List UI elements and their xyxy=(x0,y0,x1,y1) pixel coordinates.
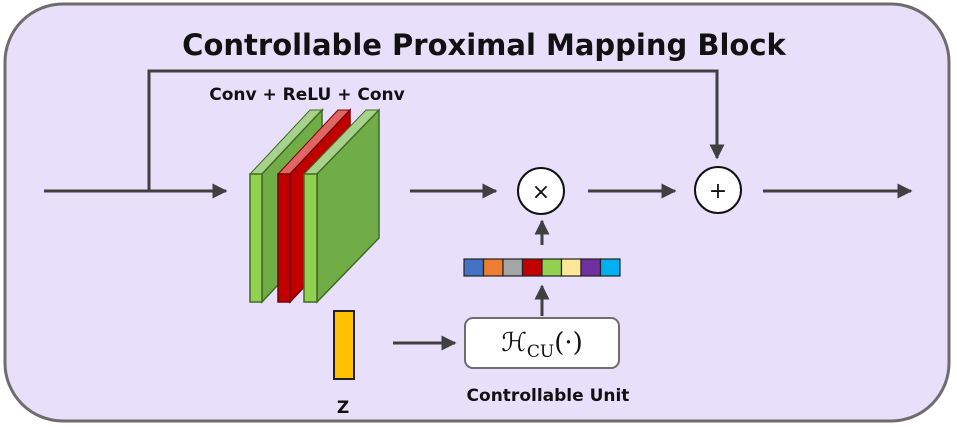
conv-layer-2 xyxy=(302,108,381,304)
vector-cell xyxy=(541,258,563,277)
control-vector xyxy=(463,258,621,277)
controllable-unit-box xyxy=(464,317,620,369)
function-subscript: CU xyxy=(527,342,554,362)
z-label: Z xyxy=(337,398,349,418)
function-argument: (·) xyxy=(554,328,583,358)
add-symbol: + xyxy=(709,179,727,204)
vector-cell xyxy=(560,258,582,277)
vector-cell xyxy=(521,258,543,277)
vector-cell xyxy=(482,258,504,277)
add-circle-icon: + xyxy=(694,166,742,214)
conv-layer-stack xyxy=(248,108,381,304)
multiply-circle-icon: × xyxy=(517,167,565,215)
vector-cell xyxy=(599,258,621,277)
vector-cell xyxy=(502,258,524,277)
controllable-unit-caption: Controllable Unit xyxy=(467,386,630,406)
block-title: Controllable Proximal Mapping Block xyxy=(182,28,786,62)
z-vector xyxy=(333,310,355,380)
vector-cell xyxy=(580,258,602,277)
skip-connection-arrow xyxy=(147,69,725,190)
conv-relu-conv-label: Conv + ReLU + Conv xyxy=(209,85,405,105)
block-container xyxy=(3,2,951,423)
controllable-unit-function: ℋCU(·) xyxy=(501,328,583,362)
multiply-symbol: × xyxy=(532,180,550,205)
function-symbol: ℋ xyxy=(501,328,527,358)
vector-cell xyxy=(463,258,485,277)
